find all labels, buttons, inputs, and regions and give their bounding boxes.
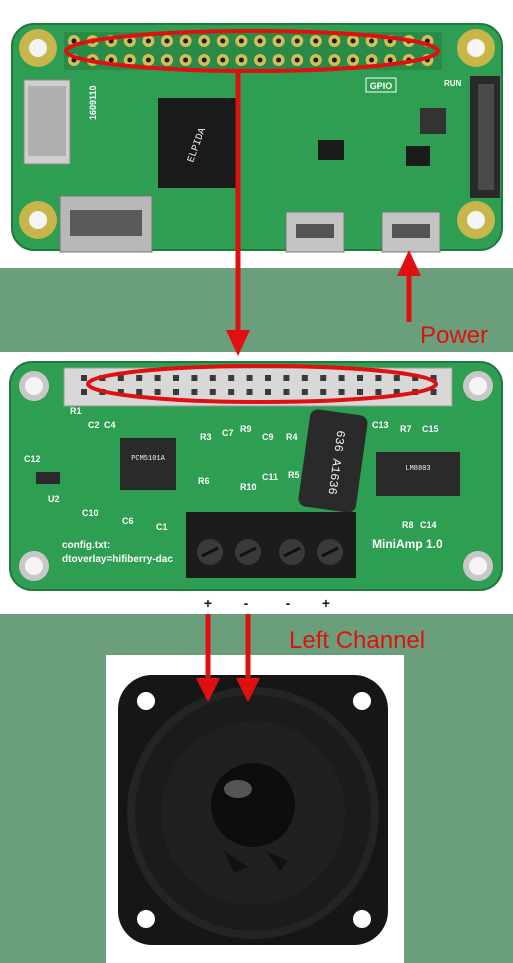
gpio-highlight-ellipse xyxy=(64,29,440,73)
component-label: R6 xyxy=(198,476,210,486)
dac-chip-marking: PCM5101A xyxy=(131,455,165,463)
component-label: C6 xyxy=(122,516,134,526)
component-label: C10 xyxy=(82,508,99,518)
left-channel-label: Left Channel xyxy=(289,627,426,654)
speaker xyxy=(118,675,388,945)
component-label: R4 xyxy=(286,432,298,442)
run-silk-label: RUN xyxy=(444,79,462,88)
sd-marking: 1609110 xyxy=(88,85,98,120)
power-label: Power xyxy=(420,322,489,349)
component-label: R1 xyxy=(70,406,82,416)
component-label: C13 xyxy=(372,420,389,430)
raspberry-pi-zero-board: 1609110 ELPIDA GPIO RUN xyxy=(11,23,503,253)
terminal-sign: + xyxy=(322,595,330,611)
component-label: R5 xyxy=(288,470,300,480)
terminal-sign: - xyxy=(244,595,249,611)
config-line-2: dtoverlay=hifiberry-dac xyxy=(62,554,173,565)
component-label: R10 xyxy=(240,482,257,492)
config-line-1: config.txt: xyxy=(62,540,110,551)
mounting-hole-icon xyxy=(19,371,493,581)
component-label: R8 xyxy=(402,520,414,530)
terminal-sign: + xyxy=(204,595,212,611)
raspberry-pi-zero-photo: 1609110 ELPIDA GPIO RUN xyxy=(0,0,513,268)
component-label: C14 xyxy=(420,520,437,530)
component-label: C7 xyxy=(222,428,234,438)
component-label: R7 xyxy=(400,424,412,434)
component-label: C2 xyxy=(88,420,100,430)
terminal-polarity-signs: + - - + xyxy=(204,595,330,611)
component-label: C1 xyxy=(156,522,168,532)
component-label: C11 xyxy=(262,472,278,482)
electrolytic-capacitor: 636 A1636 xyxy=(298,409,368,513)
component-label: R3 xyxy=(200,432,212,442)
component-label: C12 xyxy=(24,454,41,464)
soc-chip xyxy=(158,98,240,188)
terminal-sign: - xyxy=(286,595,291,611)
amplifier-chip xyxy=(376,452,460,496)
dac-chip xyxy=(120,438,176,490)
component-label: U2 xyxy=(48,494,60,504)
mounting-hole-icon xyxy=(19,29,495,239)
component-label: C15 xyxy=(422,424,439,434)
miniamp-title: MiniAmp 1.0 xyxy=(372,537,443,551)
gpio-silk-label: GPIO xyxy=(370,81,393,91)
component-label: R9 xyxy=(240,424,252,434)
header-highlight-ellipse xyxy=(86,364,438,404)
speaker-mount-hole-icon xyxy=(137,692,371,928)
component-label: C9 xyxy=(262,432,274,442)
amplifier-chip-marking: LM8803 xyxy=(405,465,430,473)
speaker-photo xyxy=(106,655,404,963)
component-label: C4 xyxy=(104,420,116,430)
